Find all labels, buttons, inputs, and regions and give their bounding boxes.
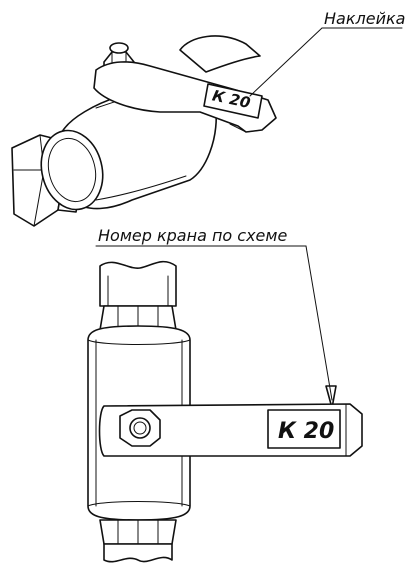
isometric-valve-view: К 20 Наклейка (11, 9, 405, 227)
upper-pipe-fitting (99, 260, 177, 331)
front-valve-view: Номер крана по схеме (87, 226, 363, 563)
sticker-callout: Наклейка (249, 9, 405, 97)
sticker-callout-label: Наклейка (324, 9, 405, 28)
front-stem-nut (119, 409, 161, 447)
sticker-plate-top: К 20 (203, 83, 263, 119)
lever-handle (93, 35, 277, 133)
valve-number-callout-label: Номер крана по схеме (98, 226, 287, 245)
sticker-plate-front-text: К 20 (278, 419, 334, 444)
lower-pipe-fitting (99, 519, 177, 563)
valve-number-callout: Номер крана по схеме (95, 226, 337, 409)
sticker-plate-front: К 20 (267, 409, 341, 449)
